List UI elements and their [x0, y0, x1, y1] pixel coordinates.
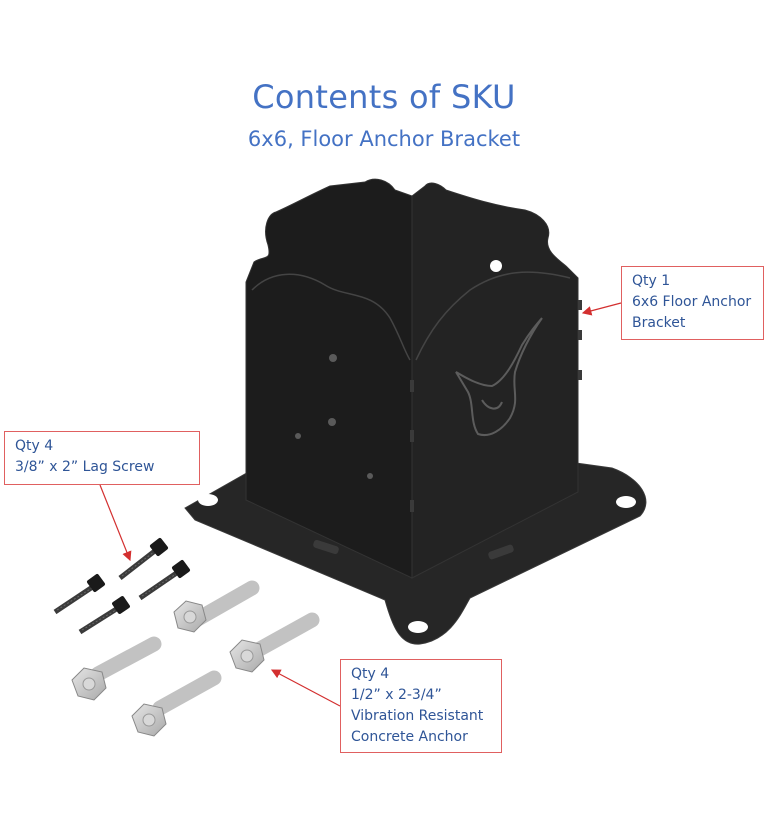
lag-screw: [78, 596, 130, 635]
lag-screw-leader-arrow: [99, 484, 132, 562]
concrete-anchor: [71, 636, 162, 701]
page-title: Contents of SKU: [252, 78, 516, 116]
bracket-left-panel: [245, 178, 413, 579]
callout-line: Qty 1: [632, 273, 671, 289]
lag-screws: [53, 537, 190, 635]
concrete-anchor: [173, 580, 260, 633]
page-subtitle: 6x6, Floor Anchor Bracket: [247, 127, 521, 151]
lag-screw-callout: Qty 4 3/8” x 2” Lag Screw: [4, 431, 200, 485]
bracket-leader-arrow: [581, 302, 622, 316]
concrete-anchor: [131, 670, 222, 737]
lag-screw: [138, 560, 190, 601]
callout-line: Vibration Resistant: [351, 708, 484, 724]
lag-screw: [53, 574, 105, 615]
bracket-callout: Qty 1 6x6 Floor Anchor Bracket: [621, 266, 764, 340]
callout-line: 3/8” x 2” Lag Screw: [15, 459, 155, 475]
callout-line: 1/2” x 2-3/4”: [351, 687, 442, 703]
anchor-leader-arrow: [270, 669, 341, 707]
callout-line: Bracket: [632, 315, 686, 331]
concrete-anchors: [71, 580, 320, 737]
brand-emblem-icon: [455, 317, 543, 436]
concrete-anchor: [229, 612, 320, 673]
callout-line: Qty 4: [15, 438, 54, 454]
lag-screw: [118, 537, 169, 580]
bracket-right-panel: [410, 182, 582, 579]
callout-line: Concrete Anchor: [351, 729, 468, 745]
concrete-anchor-callout: Qty 4 1/2” x 2-3/4” Vibration Resistant …: [340, 659, 502, 753]
callout-line: Qty 4: [351, 666, 390, 682]
callout-line: 6x6 Floor Anchor: [632, 294, 752, 310]
